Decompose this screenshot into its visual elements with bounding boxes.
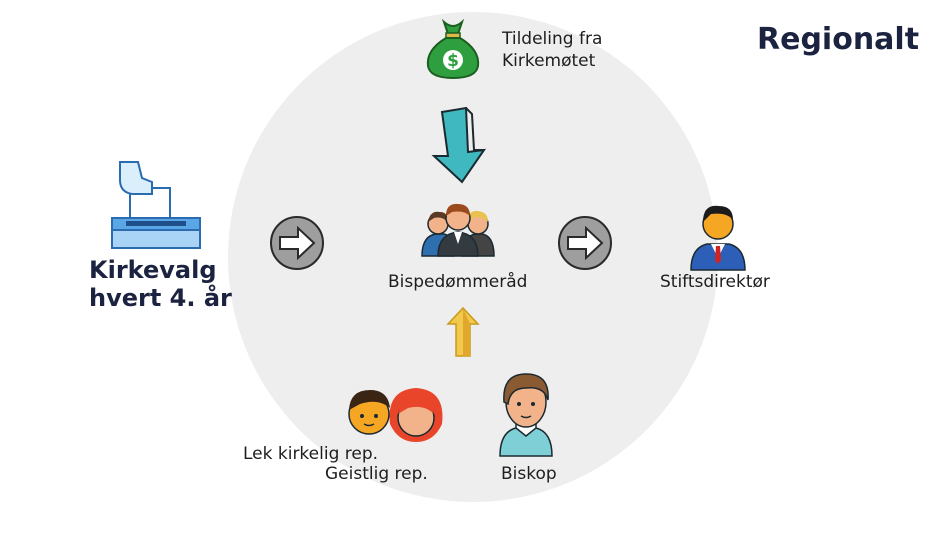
bishop-avatar-icon: [499, 373, 553, 457]
funding-line1: Tildeling fra: [502, 29, 603, 49]
clergy-rep-avatar-icon: [389, 388, 443, 442]
right-arrow-icon-right: [558, 216, 612, 270]
election-line1: Kirkevalg: [89, 256, 217, 284]
svg-text:$: $: [447, 51, 459, 71]
bishop-label: Biskop: [501, 464, 557, 484]
funding-line2: Kirkemøtet: [502, 51, 596, 71]
council-group-icon: [421, 203, 495, 257]
director-avatar-icon: [690, 205, 746, 271]
lay-rep-avatar-icon: [348, 390, 390, 435]
clergy-rep-label: Geistlig rep.: [325, 464, 428, 484]
funding-label: Tildeling fra Kirkemøtet: [502, 28, 602, 72]
page-title: Regionalt: [757, 22, 920, 57]
lay-rep-label: Lek kirkelig rep.: [243, 444, 379, 464]
ballot-box-icon: [111, 161, 201, 249]
director-label: Stiftsdirektør: [660, 272, 770, 292]
up-arrow-icon: [446, 306, 480, 357]
election-label: Kirkevalg hvert 4. år: [89, 256, 232, 312]
money-bag-icon: $: [426, 18, 480, 80]
council-label: Bispedømmeråd: [388, 272, 528, 292]
election-line2: hvert 4. år: [89, 284, 232, 312]
right-arrow-icon-left: [270, 216, 324, 270]
down-arrow-icon: [431, 106, 487, 184]
